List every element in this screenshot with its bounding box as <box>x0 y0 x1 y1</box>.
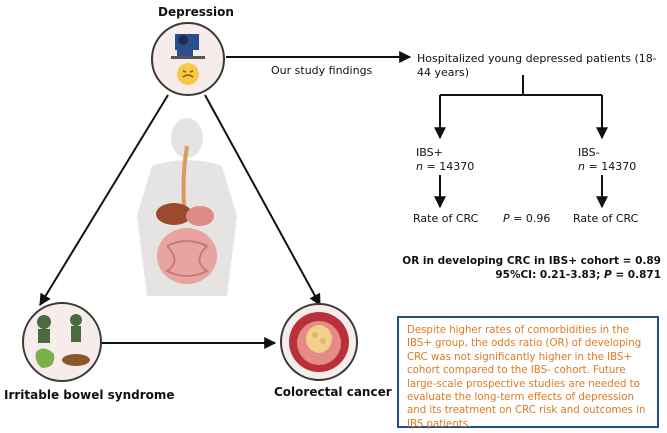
human-body-icon <box>137 118 237 296</box>
depression-label: Depression <box>158 5 234 19</box>
arrow-depression-to-crc <box>204 94 321 307</box>
depression-circle <box>151 22 225 96</box>
flow-top-text: Hospitalized young depressed patients (1… <box>417 52 657 79</box>
left-group-count: n = 14370 <box>416 160 486 174</box>
left-n-symbol: n <box>416 160 423 173</box>
summary-box: Despite higher rates of comorbidities in… <box>397 316 659 430</box>
flow-left-group: IBS+ n = 14370 <box>416 146 486 174</box>
depressed-person-icon <box>171 34 205 85</box>
result-text: OR in developing CRC in IBS+ cohort = 0.… <box>361 254 661 282</box>
right-n-symbol: n <box>578 160 585 173</box>
right-group-name: IBS- <box>578 146 600 159</box>
right-outcome: Rate of CRC <box>573 212 639 225</box>
flow-right-group: IBS- n = 14370 <box>578 146 663 174</box>
crc-circle <box>280 303 358 381</box>
ibs-symptoms-icon <box>35 314 90 368</box>
colon-tumor-icon <box>289 312 349 372</box>
ibs-label: Irritable bowel syndrome <box>4 388 175 402</box>
flow-p-value: P = 0.96 <box>503 212 550 226</box>
left-group-name: IBS+ <box>416 146 443 159</box>
result-p-symbol: P <box>603 269 612 281</box>
left-outcome: Rate of CRC <box>413 212 479 225</box>
crc-label: Colorectal cancer <box>274 385 392 399</box>
ibs-circle <box>22 302 102 382</box>
left-n-value: = 14370 <box>426 160 475 173</box>
arrow-depression-to-ibs <box>39 94 169 307</box>
right-n-value: = 14370 <box>588 160 637 173</box>
arrow-label: Our study findings <box>271 64 373 77</box>
summary-text: Despite higher rates of comorbidities in… <box>407 325 646 430</box>
right-group-count: n = 14370 <box>578 160 663 174</box>
result-p-value: = 0.871 <box>615 269 661 281</box>
result-line-1: OR in developing CRC in IBS+ cohort = 0.… <box>402 255 661 267</box>
p-value: = 0.96 <box>513 212 551 225</box>
result-ci: 95%CI: 0.21-3.83; <box>495 269 601 281</box>
p-symbol: P <box>503 212 510 225</box>
result-line-2: 95%CI: 0.21-3.83; P = 0.871 <box>361 268 661 282</box>
